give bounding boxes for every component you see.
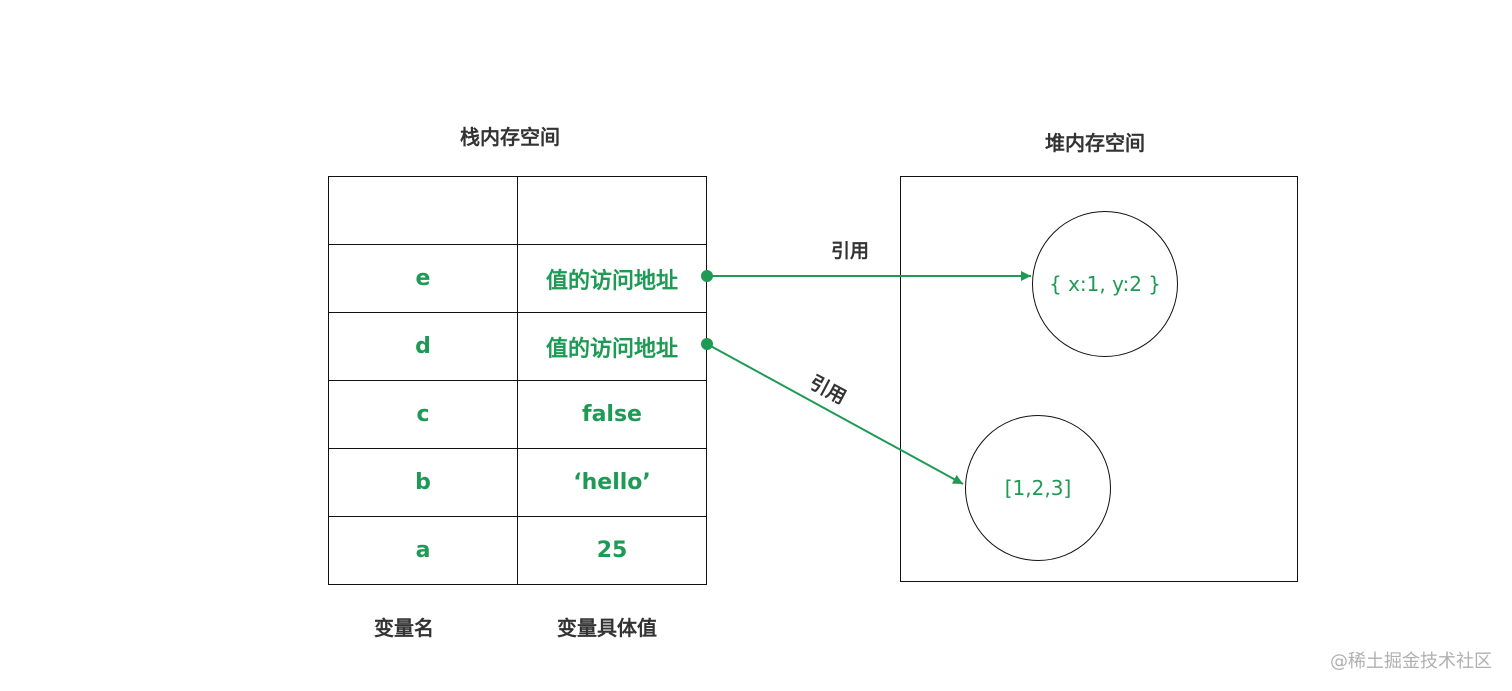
heap-object-value: { x:1, y:2 } — [1048, 272, 1162, 296]
stack-row-d: d 值的访问地址 — [328, 312, 707, 381]
stack-title: 栈内存空间 — [460, 125, 560, 149]
heap-title: 堆内存空间 — [1045, 131, 1145, 155]
heap-array-circle: [1,2,3] — [965, 415, 1111, 561]
column-label-value: 变量具体值 — [557, 616, 657, 640]
reference-label: 引用 — [831, 240, 870, 262]
var-name-cell: d — [328, 312, 518, 381]
stack-row-empty — [328, 176, 707, 245]
stack-row-e: e 值的访问地址 — [328, 244, 707, 313]
stack-row-c: c false — [328, 380, 707, 449]
heap-array-value: [1,2,3] — [1004, 476, 1072, 500]
heap-object-circle: { x:1, y:2 } — [1032, 211, 1178, 357]
var-name-cell: b — [328, 448, 518, 517]
stack-row-b: b ‘hello’ — [328, 448, 707, 517]
var-value-cell: false — [517, 380, 707, 449]
reference-label: 引用 — [805, 371, 850, 409]
var-name-cell: e — [328, 244, 518, 313]
watermark: @稀土掘金技术社区 — [1330, 651, 1492, 672]
stack-table: e 值的访问地址 d 值的访问地址 c false b ‘hello’ a 25 — [328, 176, 707, 585]
var-value-cell: 值的访问地址 — [517, 312, 707, 381]
var-name-cell: c — [328, 380, 518, 449]
var-value-cell: 值的访问地址 — [517, 244, 707, 313]
var-value-cell: ‘hello’ — [517, 448, 707, 517]
var-name-cell — [328, 176, 518, 245]
var-value-cell: 25 — [517, 516, 707, 585]
stack-row-a: a 25 — [328, 516, 707, 585]
var-name-cell: a — [328, 516, 518, 585]
var-value-cell — [517, 176, 707, 245]
column-label-name: 变量名 — [374, 616, 434, 640]
